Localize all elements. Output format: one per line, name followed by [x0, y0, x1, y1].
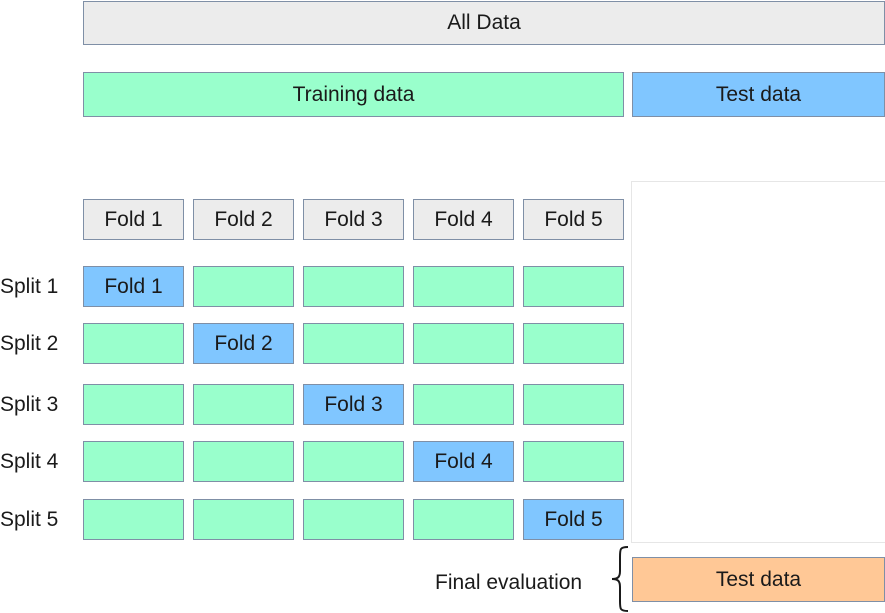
train-fold-cell — [193, 384, 294, 425]
test-data-box: Test data — [632, 72, 885, 117]
train-fold-cell — [303, 323, 404, 364]
train-fold-cell — [303, 266, 404, 307]
test-fold-cell: Fold 5 — [523, 499, 624, 540]
fold-header: Fold 4 — [413, 199, 514, 240]
test-fold-cell: Fold 4 — [413, 441, 514, 482]
training-data-label: Training data — [292, 82, 415, 106]
train-fold-cell — [83, 441, 184, 482]
right-panel — [631, 181, 885, 543]
training-data-box: Training data — [83, 72, 624, 117]
train-fold-cell — [83, 499, 184, 540]
split-label: Split 1 — [0, 275, 59, 298]
final-test-data-box: Test data — [632, 557, 885, 602]
train-fold-cell — [523, 441, 624, 482]
test-fold-cell: Fold 1 — [83, 266, 184, 307]
test-data-label: Test data — [715, 82, 802, 106]
split-label: Split 4 — [0, 450, 59, 473]
final-test-data-label: Test data — [715, 567, 802, 591]
train-fold-cell — [303, 499, 404, 540]
test-fold-cell: Fold 3 — [303, 384, 404, 425]
train-fold-cell — [83, 384, 184, 425]
split-label: Split 5 — [0, 508, 59, 531]
train-fold-cell — [523, 266, 624, 307]
train-fold-cell — [193, 441, 294, 482]
fold-header: Fold 5 — [523, 199, 624, 240]
train-fold-cell — [193, 499, 294, 540]
train-fold-cell — [303, 441, 404, 482]
fold-header: Fold 2 — [193, 199, 294, 240]
test-fold-cell: Fold 2 — [193, 323, 294, 364]
fold-header: Fold 1 — [83, 199, 184, 240]
train-fold-cell — [413, 499, 514, 540]
all-data-box: All Data — [83, 1, 885, 45]
all-data-label: All Data — [447, 11, 521, 34]
final-evaluation-label: Final evaluation — [435, 571, 583, 594]
train-fold-cell — [523, 323, 624, 364]
split-label: Split 3 — [0, 393, 59, 416]
fold-header: Fold 3 — [303, 199, 404, 240]
train-fold-cell — [413, 323, 514, 364]
curly-brace-icon — [611, 546, 629, 612]
train-fold-cell — [193, 266, 294, 307]
train-fold-cell — [523, 384, 624, 425]
train-fold-cell — [413, 384, 514, 425]
train-fold-cell — [413, 266, 514, 307]
split-label: Split 2 — [0, 332, 59, 355]
train-fold-cell — [83, 323, 184, 364]
